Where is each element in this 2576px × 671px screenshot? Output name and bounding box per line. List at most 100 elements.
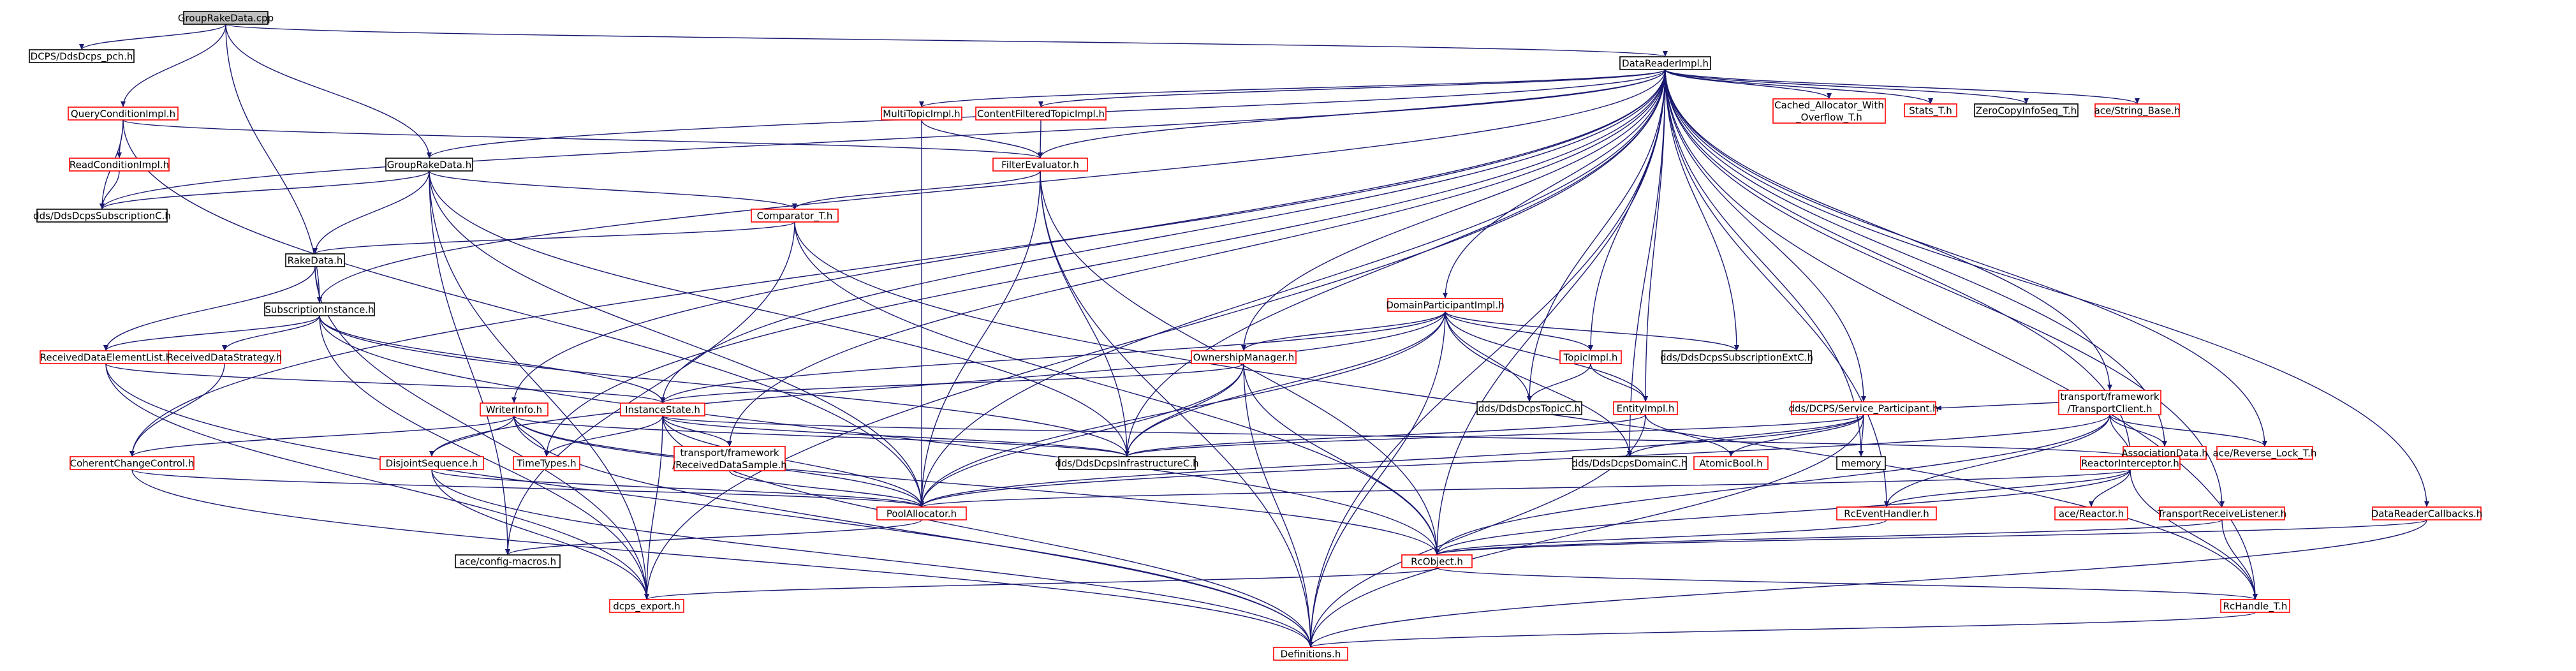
node-rds2[interactable]: transport/framework/ReceivedDataSample.h (672, 446, 787, 471)
edge-om-to-ist (660, 363, 1244, 404)
node-box (1836, 506, 1937, 520)
node-defs[interactable]: Definitions.h (1273, 647, 1348, 661)
node-ist[interactable]: InstanceState.h (620, 402, 705, 417)
edge-dri-to-ddc (1627, 69, 1666, 457)
node-ad[interactable]: AssociationData.h (2121, 446, 2208, 460)
edge-reh-to-rco (1434, 519, 1887, 556)
node-stats[interactable]: Stats_T.h (1904, 103, 1957, 117)
node-rco[interactable]: RcObject.h (1401, 554, 1473, 568)
edge-cco-to-pa (131, 469, 924, 508)
node-si[interactable]: SubscriptionInstance.h (264, 302, 375, 316)
edge-grd-to-rake (313, 170, 430, 254)
node-dsp[interactable]: dds/DCPS/Service_Participant.h (1788, 401, 1939, 415)
node-box (876, 506, 967, 520)
edge-ri-to-reh (1884, 469, 2131, 508)
edge-dri-to-subc (99, 69, 1666, 210)
node-rch[interactable]: RcHandle_T.h (2220, 599, 2290, 613)
node-label: QueryConditionImpl.h (71, 108, 175, 120)
node-wi[interactable]: WriterInfo.h (480, 402, 548, 417)
edge-dpi-to-ds (429, 311, 1446, 457)
edge-root-to-dri (225, 24, 1668, 57)
node-box (168, 350, 281, 364)
node-rdel[interactable]: ReceivedDataElementList.h (40, 350, 172, 364)
edge-dri-to-zcis (1665, 69, 2029, 105)
node-ri[interactable]: ReactorInterceptor.h (2080, 456, 2181, 470)
node-cco[interactable]: CoherentChangeControl.h (70, 456, 195, 470)
node-box (385, 158, 473, 172)
node-label: TransportReceiveListener.h (2157, 508, 2286, 520)
edge-ri-to-ar (2089, 469, 2131, 508)
node-label: dcps_export.h (613, 601, 680, 613)
node-label: TimeTypes.h (516, 458, 576, 469)
node-rds[interactable]: ReceivedDataStrategy.h (167, 350, 282, 364)
edge-rco-to-dexp (644, 567, 1438, 600)
node-ddc[interactable]: dds/DdsDcpsDomainC.h (1572, 456, 1688, 470)
edge-ist-to-pa (662, 415, 924, 508)
edge-dri-to-rds2 (727, 69, 1666, 447)
node-qci[interactable]: QueryConditionImpl.h (68, 107, 179, 121)
node-label: DataReaderImpl.h (1622, 58, 1709, 70)
edge-dri-to-dpi (1443, 69, 1666, 299)
node-label: ace/config-macros.h (459, 556, 556, 568)
node-dic[interactable]: dds/DdsDcpsInfrastructureC.h (1055, 456, 1199, 470)
node-subc[interactable]: dds/DdsDcpsSubscriptionC.h (33, 209, 171, 223)
edge-ri-to-rch (2130, 469, 2258, 600)
edge-dri-to-dexp (644, 69, 1666, 600)
edge-ist-to-ri (662, 415, 2133, 457)
node-box (455, 554, 561, 568)
node-root[interactable]: GroupRakeData.cpp (178, 11, 274, 25)
edge-dri-to-tt (544, 69, 1666, 457)
edge-si-to-ist (319, 315, 665, 404)
node-label: ace/String_Base.h (2094, 105, 2181, 117)
node-ttc[interactable]: transport/framework/TransportClient.h (2058, 390, 2161, 415)
node-arl[interactable]: ace/Reverse_Lock_T.h (2213, 446, 2317, 460)
edge-ei-to-defs (1308, 414, 1646, 648)
node-asb[interactable]: ace/String_Base.h (2094, 103, 2181, 117)
node-box (480, 402, 548, 417)
node-fe[interactable]: FilterEvaluator.h (992, 158, 1088, 172)
node-box (2080, 456, 2181, 470)
node-ds[interactable]: DisjointSequence.h (379, 456, 484, 470)
node-cmp[interactable]: Comparator_T.h (751, 209, 839, 223)
node-cfti[interactable]: ContentFilteredTopicImpl.h (975, 107, 1107, 121)
node-ti[interactable]: TopicImpl.h (1559, 350, 1622, 364)
edge-dri-to-cfti (1038, 69, 1666, 108)
node-drc[interactable]: DataReaderCallbacks.h (2371, 506, 2483, 520)
node-grd[interactable]: GroupRakeData.h (385, 158, 473, 172)
edge-ttc-to-ad (2109, 414, 2167, 447)
edge-dpi-to-defs (1308, 311, 1446, 648)
node-om[interactable]: OwnershipManager.h (1191, 350, 1297, 364)
node-box (2372, 506, 2482, 520)
node-trl[interactable]: TransportReceiveListener.h (2157, 506, 2286, 520)
node-dri[interactable]: DataReaderImpl.h (1619, 56, 1711, 70)
node-label: GroupRakeData.cpp (178, 13, 274, 24)
node-acm[interactable]: ace/config-macros.h (455, 554, 561, 568)
node-mem[interactable]: memory (1836, 456, 1886, 470)
node-rake[interactable]: RakeData.h (285, 253, 345, 267)
node-label: ace/Reverse_Lock_T.h (2213, 448, 2317, 460)
node-label: Definitions.h (1281, 649, 1341, 660)
node-box (881, 107, 962, 121)
node-pch[interactable]: DCPS/DdsDcps_pch.h (29, 49, 135, 63)
node-label: SubscriptionInstance.h (265, 304, 374, 316)
edge-rdel-to-dexp (105, 363, 649, 600)
node-label: _Overflow_T.h (1795, 112, 1862, 124)
edge-grd-to-subc (99, 170, 430, 210)
node-ab[interactable]: AtomicBool.h (1693, 456, 1769, 470)
node-zcis[interactable]: ZeroCopyInfoSeq_T.h (1974, 103, 2079, 117)
node-ei[interactable]: EntityImpl.h (1613, 401, 1678, 415)
node-mti[interactable]: MultiTopicImpl.h (881, 107, 962, 121)
node-cawo[interactable]: Cached_Allocator_With_Overflow_T.h (1772, 98, 1886, 124)
node-dsec[interactable]: dds/DdsDcpsSubscriptionExtC.h (1660, 350, 1813, 364)
node-pa[interactable]: PoolAllocator.h (876, 506, 967, 520)
node-tc[interactable]: dds/DdsDcpsTopicC.h (1476, 401, 1582, 415)
node-label: transport/framework (2060, 391, 2159, 402)
node-dpi[interactable]: DomainParticipantImpl.h (1386, 298, 1505, 312)
node-reh[interactable]: RcEventHandler.h (1836, 506, 1937, 520)
node-tt[interactable]: TimeTypes.h (513, 456, 580, 470)
node-box (379, 456, 484, 470)
node-rci[interactable]: ReadConditionImpl.h (69, 158, 170, 172)
node-dexp[interactable]: dcps_export.h (609, 599, 684, 613)
node-ar[interactable]: ace/Reactor.h (2054, 506, 2128, 520)
node-label: Comparator_T.h (757, 210, 833, 223)
